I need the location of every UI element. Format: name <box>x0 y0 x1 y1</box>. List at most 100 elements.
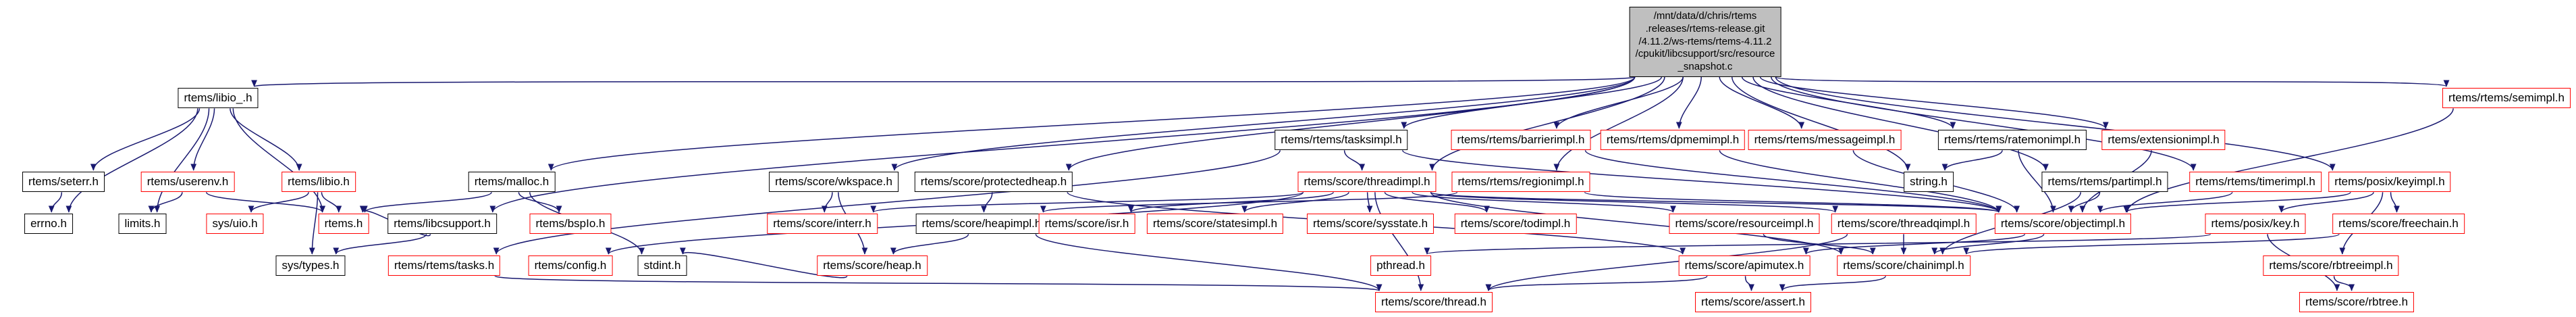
graph-edge-root-partimpl <box>1752 76 2049 171</box>
graph-node-messageimpl[interactable]: rtems/rtems/messageimpl.h <box>1748 130 1902 151</box>
graph-edge-root-semimpl <box>1775 76 2449 87</box>
graph-edge-libcsupport-systypes <box>333 234 427 255</box>
graph-edge-root-timerimpl <box>1771 76 2197 171</box>
graph-node-wkspace[interactable]: rtems/score/wkspace.h <box>769 172 898 193</box>
graph-edge-protectedheap-heapimpl <box>980 192 993 213</box>
graph-edge-root-dpmemimpl <box>1675 76 1702 129</box>
graph-node-objectimpl[interactable]: rtems/score/objectimpl.h <box>1994 214 2132 235</box>
graph-node-resourceimpl[interactable]: rtems/score/resourceimpl.h <box>1669 214 1820 235</box>
graph-node-sysstate[interactable]: rtems/score/sysstate.h <box>1306 214 1434 235</box>
graph-edge-apimutex-assert <box>1744 276 1754 291</box>
graph-node-threadqimpl[interactable]: rtems/score/threadqimpl.h <box>1831 214 1977 235</box>
graph-edge-tasksimpl-objectimpl <box>1401 149 2002 213</box>
graph-edge-threadqimpl-thread <box>1485 234 1848 291</box>
graph-node-barrierimpl[interactable]: rtems/rtems/barrierimpl.h <box>1451 130 1591 151</box>
graph-edge-libio_-errno <box>65 108 198 213</box>
graph-edge-libio-uio <box>248 192 309 213</box>
graph-node-partimpl[interactable]: rtems/rtems/partimpl.h <box>2041 172 2168 193</box>
graph-edge-root-malloc <box>548 76 1636 171</box>
graph-edge-ratemonimpl-objectimpl <box>2018 150 2056 213</box>
graph-node-errno[interactable]: errno.h <box>24 214 73 235</box>
graph-node-label-line: /4.11.2/ws-rtems/rtems-4.11.2 <box>1638 35 1772 47</box>
graph-node-heapimpl[interactable]: rtems/score/heapimpl.h <box>915 214 1048 235</box>
graph-edge-apimutex-thread <box>1485 275 1708 291</box>
graph-edge-threadimpl-thread <box>1374 192 1424 291</box>
graph-node-dpmemimpl[interactable]: rtems/rtems/dpmemimpl.h <box>1600 130 1746 151</box>
graph-node-chainimpl[interactable]: rtems/score/chainimpl.h <box>1837 255 1970 276</box>
graph-node-label-line: .releases/rtems-release.git <box>1645 22 1765 34</box>
graph-node-isr[interactable]: rtems/score/isr.h <box>1038 214 1135 235</box>
graph-edge-keyimpl-freechain <box>2390 192 2400 213</box>
graph-node-stdint[interactable]: stdint.h <box>637 255 687 276</box>
graph-node-protectedheap[interactable]: rtems/score/protectedheap.h <box>914 172 1073 193</box>
graph-edge-regionimpl-objectimpl <box>1584 191 2002 213</box>
graph-node-apimutex[interactable]: rtems/score/apimutex.h <box>1678 255 1810 276</box>
graph-node-rtems[interactable]: rtems.h <box>318 214 369 235</box>
graph-node-key[interactable]: rtems/posix/key.h <box>2205 214 2306 235</box>
graph-node-string[interactable]: string.h <box>1904 172 1954 193</box>
graph-node-todimpl[interactable]: rtems/score/todimpl.h <box>1454 214 1577 235</box>
graph-node-label-line: _snapshot.c <box>1678 61 1733 72</box>
graph-edge-barrierimpl-objectimpl <box>1584 150 2002 213</box>
graph-node-pthread[interactable]: pthread.h <box>1370 255 1431 276</box>
graph-node-assert[interactable]: rtems/score/assert.h <box>1695 292 1811 313</box>
graph-node-ratemonimpl[interactable]: rtems/rtems/ratemonimpl.h <box>1937 130 2087 151</box>
graph-node-malloc[interactable]: rtems/malloc.h <box>468 172 556 193</box>
graph-node-threadimpl[interactable]: rtems/score/threadimpl.h <box>1297 172 1437 193</box>
graph-edge-heapimpl-heap <box>890 234 969 255</box>
graph-node-libio_[interactable]: rtems/libio_.h <box>178 88 259 109</box>
graph-edge-tasks-thread <box>494 275 1382 291</box>
graph-node-semimpl[interactable]: rtems/rtems/semimpl.h <box>2442 88 2571 109</box>
graph-node-statesimpl[interactable]: rtems/score/statesimpl.h <box>1146 214 1284 235</box>
graph-edge-partimpl-objectimpl <box>2068 192 2101 213</box>
graph-edge-threadimpl-statesimpl <box>1241 191 1349 213</box>
graph-edge-libio_-limits <box>154 108 210 213</box>
graph-node-regionimpl[interactable]: rtems/rtems/regionimpl.h <box>1451 172 1590 193</box>
graph-edge-threadimpl-todimpl <box>1384 191 1490 213</box>
graph-edge-rbtreeimpl-rbtree <box>2333 276 2355 291</box>
graph-node-extensionimpl[interactable]: rtems/extensionimpl.h <box>2101 130 2226 151</box>
graph-edge-regionimpl-heapimpl <box>1040 191 1458 213</box>
graph-edge-heap-stdint <box>680 247 848 278</box>
graph-node-rbtreeimpl[interactable]: rtems/score/rbtreeimpl.h <box>2263 255 2399 276</box>
graph-node-systypes[interactable]: sys/types.h <box>275 255 346 276</box>
graph-edge-root-tasksimpl <box>1401 76 1663 129</box>
graph-node-label-line: /mnt/data/d/chris/rtems <box>1653 10 1757 22</box>
graph-edge-keyimpl-key <box>2278 191 2374 213</box>
graph-edge-libio_-userenv <box>190 108 215 171</box>
graph-edge-userenv-limits <box>148 192 183 213</box>
graph-edge-libio_-rtems <box>232 108 326 213</box>
graph-edge-libio_-seterr <box>90 108 200 171</box>
graph-edge-libio_-libio <box>230 108 302 171</box>
graph-node-timerimpl[interactable]: rtems/rtems/timerimpl.h <box>2189 172 2322 193</box>
graph-edge-objectimpl-chainimpl <box>1931 233 2045 255</box>
graph-node-limits[interactable]: limits.h <box>118 214 167 235</box>
graph-node-uio[interactable]: sys/uio.h <box>206 214 264 235</box>
graph-node-rbtree[interactable]: rtems/score/rbtree.h <box>2299 292 2415 313</box>
graph-edge-root-threadimpl <box>1429 76 1665 171</box>
graph-node-seterr[interactable]: rtems/seterr.h <box>22 172 105 193</box>
graph-edge-timerimpl-objectimpl <box>2097 191 2233 213</box>
graph-edge-root-messageimpl <box>1719 76 1805 129</box>
graph-edge-seterr-errno <box>48 192 63 213</box>
graph-node-thread[interactable]: rtems/score/thread.h <box>1375 292 1493 313</box>
graph-node-libio[interactable]: rtems/libio.h <box>281 172 356 193</box>
graph-edge-heapimpl-thread <box>1035 234 1383 291</box>
graph-node-keyimpl[interactable]: rtems/posix/keyimpl.h <box>2328 172 2451 193</box>
graph-edge-threadimpl-objectimpl <box>1430 191 2002 213</box>
graph-edge-ratemonimpl-string <box>1941 150 2003 171</box>
graph-node-interr[interactable]: rtems/score/interr.h <box>767 214 878 235</box>
graph-node-config[interactable]: rtems/config.h <box>528 255 613 276</box>
graph-node-libcsupport[interactable]: rtems/libcsupport.h <box>387 214 497 235</box>
graph-node-tasks[interactable]: rtems/rtems/tasks.h <box>387 255 501 276</box>
graph-edge-threadimpl-chainimpl <box>1430 192 1844 255</box>
graph-edge-keyimpl-objectimpl <box>2123 191 2351 213</box>
graph-node-freechain[interactable]: rtems/score/freechain.h <box>2332 214 2465 235</box>
graph-node-tasksimpl[interactable]: rtems/rtems/tasksimpl.h <box>1274 130 1408 151</box>
graph-edge-threadimpl-threadqimpl <box>1430 191 1838 213</box>
graph-node-bspio[interactable]: rtems/bspIo.h <box>529 214 612 235</box>
graph-node-heap[interactable]: rtems/score/heap.h <box>817 255 928 276</box>
graph-node-userenv[interactable]: rtems/userenv.h <box>140 172 235 193</box>
